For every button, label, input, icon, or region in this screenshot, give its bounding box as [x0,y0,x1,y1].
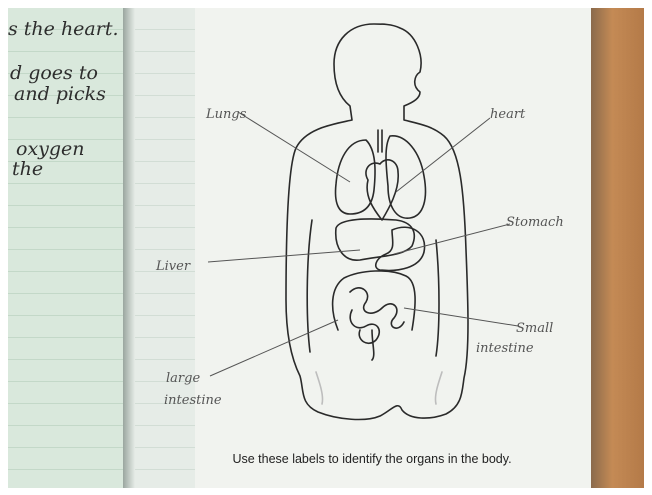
label-small-intestine-line2: intestine [476,341,534,356]
label-small-intestine-line1: Small [516,321,553,336]
label-lungs: Lungs [205,107,247,122]
label-stomach: Stomach [506,215,564,230]
label-liver: Liver [155,259,191,274]
large-intestine [333,271,416,330]
hip-line-right [435,372,442,404]
liver [336,219,415,260]
right-lung [386,136,425,218]
right-arm-line [436,240,439,356]
worksheet-caption: Use these labels to identify the organs … [187,452,557,466]
heart-pointer [396,118,490,192]
lungs-pointer [238,112,350,182]
label-heart: heart [490,107,526,122]
liver-pointer [208,250,360,262]
label-large-intestine-line1: large [166,371,200,386]
body-outline [286,24,468,419]
large-intestine-pointer [210,320,338,376]
small-intestine-pointer [404,308,518,326]
hip-line-left [316,372,323,404]
stomach [376,227,425,270]
label-large-intestine-line2: intestine [164,393,222,408]
small-intestine [350,288,404,360]
trachea [378,130,382,152]
